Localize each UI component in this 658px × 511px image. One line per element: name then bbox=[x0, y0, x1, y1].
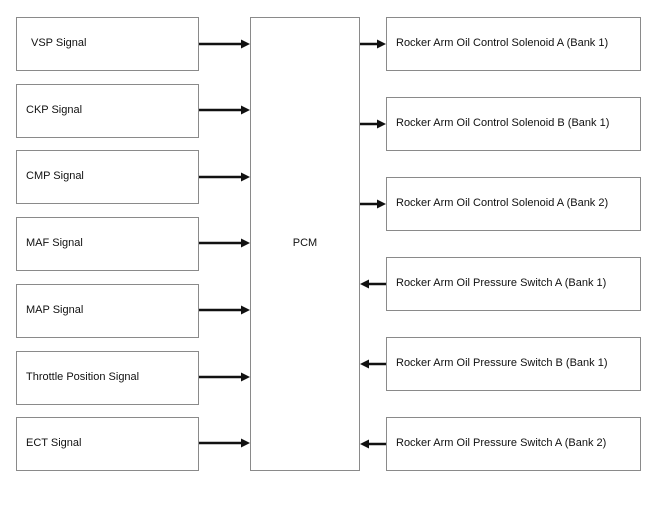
pcm-label: PCM bbox=[292, 237, 318, 250]
input-label: Throttle Position Signal bbox=[26, 371, 140, 384]
output-label: Rocker Arm Oil Pressure Switch B (Bank 1… bbox=[396, 357, 608, 370]
input-box-maf-signal: MAF Signal bbox=[16, 217, 199, 271]
output-label: Rocker Arm Oil Control Solenoid A (Bank … bbox=[396, 37, 609, 50]
output-label: Rocker Arm Oil Control Solenoid A (Bank … bbox=[396, 197, 609, 210]
input-arrow bbox=[199, 172, 250, 182]
output-box-oil-pressure-switch-b-bank1: Rocker Arm Oil Pressure Switch B (Bank 1… bbox=[386, 337, 641, 391]
input-label: ECT Signal bbox=[26, 437, 82, 450]
feedback-arrow bbox=[360, 279, 386, 289]
input-arrow bbox=[199, 238, 250, 248]
input-box-throttle-position-signal: Throttle Position Signal bbox=[16, 351, 199, 405]
output-arrow bbox=[360, 119, 386, 129]
feedback-arrow bbox=[360, 359, 386, 369]
output-arrow bbox=[360, 39, 386, 49]
input-label: CMP Signal bbox=[26, 170, 84, 183]
output-box-oil-pressure-switch-a-bank2: Rocker Arm Oil Pressure Switch A (Bank 2… bbox=[386, 417, 641, 471]
input-label: MAF Signal bbox=[26, 237, 83, 250]
feedback-arrow bbox=[360, 439, 386, 449]
input-arrow bbox=[199, 105, 250, 115]
output-box-oil-control-solenoid-a-bank1: Rocker Arm Oil Control Solenoid A (Bank … bbox=[386, 17, 641, 71]
output-label: Rocker Arm Oil Pressure Switch A (Bank 2… bbox=[396, 437, 607, 450]
input-label: MAP Signal bbox=[26, 304, 84, 317]
input-box-ckp-signal: CKP Signal bbox=[16, 84, 199, 138]
input-arrow bbox=[199, 438, 250, 448]
output-box-oil-control-solenoid-a-bank2: Rocker Arm Oil Control Solenoid A (Bank … bbox=[386, 177, 641, 231]
input-box-ect-signal: ECT Signal bbox=[16, 417, 199, 471]
pcm-box: PCM bbox=[250, 17, 360, 471]
input-label: CKP Signal bbox=[26, 104, 83, 117]
input-arrow bbox=[199, 305, 250, 315]
input-arrow bbox=[199, 372, 250, 382]
output-label: Rocker Arm Oil Control Solenoid B (Bank … bbox=[396, 117, 610, 130]
output-box-oil-control-solenoid-b-bank1: Rocker Arm Oil Control Solenoid B (Bank … bbox=[386, 97, 641, 151]
output-label: Rocker Arm Oil Pressure Switch A (Bank 1… bbox=[396, 277, 607, 290]
output-arrow bbox=[360, 199, 386, 209]
input-box-cmp-signal: CMP Signal bbox=[16, 150, 199, 204]
input-arrow bbox=[199, 39, 250, 49]
input-box-map-signal: MAP Signal bbox=[16, 284, 199, 338]
input-label: VSP Signal bbox=[31, 37, 87, 50]
output-box-oil-pressure-switch-a-bank1: Rocker Arm Oil Pressure Switch A (Bank 1… bbox=[386, 257, 641, 311]
input-box-vsp-signal: VSP Signal bbox=[16, 17, 199, 71]
